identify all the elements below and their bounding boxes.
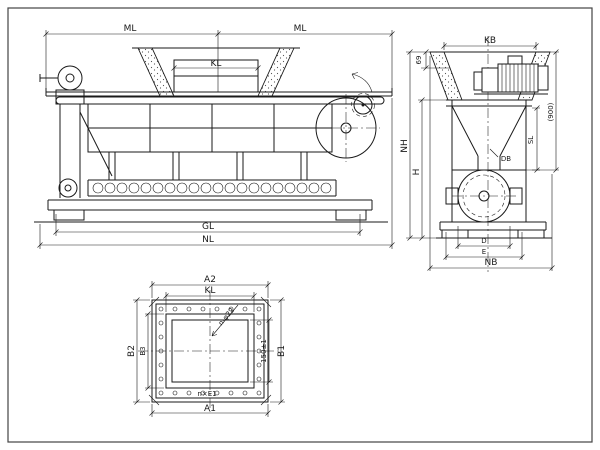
hole-spacing-label: n×E1 bbox=[197, 390, 216, 398]
dim-label-gl: GL bbox=[202, 222, 214, 232]
flange-third-rect bbox=[165, 313, 255, 389]
dim-label-h: H bbox=[412, 169, 422, 176]
dim-lines-inner-height bbox=[250, 317, 273, 385]
motor-fan-cover bbox=[537, 65, 549, 91]
dim-lines-69 bbox=[421, 49, 450, 71]
drum-bearings bbox=[445, 187, 523, 205]
dim-lines-nl bbox=[37, 98, 395, 249]
flange-opening-rect bbox=[171, 319, 249, 383]
hole-callout-leader bbox=[211, 304, 239, 337]
side-lower-frame bbox=[451, 170, 527, 222]
drum-inner bbox=[462, 174, 506, 218]
drive-sprocket bbox=[353, 95, 373, 115]
dim-label-d: D bbox=[481, 237, 486, 245]
tail-pulley-pedestal bbox=[55, 89, 85, 105]
support-posts bbox=[105, 151, 311, 180]
dim-label-900: (900) bbox=[547, 102, 555, 121]
tension-rod bbox=[39, 74, 58, 82]
dim-label-a2: A2 bbox=[204, 275, 216, 285]
dim-label-kl-plan: KL bbox=[205, 286, 216, 296]
dim-lines-d bbox=[455, 226, 513, 249]
dim-lines-b3 bbox=[145, 311, 164, 391]
left-support-frame bbox=[59, 104, 113, 198]
flange-corner-marks bbox=[148, 296, 272, 406]
plan-centerlines bbox=[138, 290, 282, 412]
dim-label-b2: B2 bbox=[127, 345, 137, 357]
chain-rails bbox=[87, 179, 337, 197]
dim-lines-h bbox=[418, 97, 446, 241]
dim-lines-b1 bbox=[270, 297, 285, 405]
motor-junction-box bbox=[507, 55, 523, 65]
dim-lines-kl bbox=[171, 60, 261, 72]
dim-label-ml-right: ML bbox=[294, 24, 307, 34]
dim-label-nb: NB bbox=[485, 258, 498, 268]
gearbox bbox=[481, 67, 499, 93]
drive-wheel-centerlines bbox=[312, 94, 380, 162]
dim-label-db: DB bbox=[501, 155, 511, 163]
dim-label-b3: B3 bbox=[139, 346, 147, 355]
drive-sprocket-center bbox=[361, 103, 365, 107]
side-base bbox=[439, 221, 547, 239]
dim-label-b1: B1 bbox=[277, 345, 287, 357]
flange-outer-rect bbox=[151, 299, 269, 403]
dim-lines-a1 bbox=[149, 404, 271, 417]
dim-label-ml-left: ML bbox=[124, 24, 137, 34]
dim-label-a1: A1 bbox=[204, 404, 216, 414]
dim-label-e: E bbox=[482, 248, 486, 256]
dim-label-kl: KL bbox=[211, 59, 222, 69]
dim-lines-kl-plan bbox=[163, 292, 257, 312]
gearbox-flange bbox=[473, 71, 483, 91]
trough-body bbox=[87, 103, 333, 153]
db-leader bbox=[489, 148, 499, 158]
dim-label-nl: NL bbox=[202, 235, 214, 245]
chain-links bbox=[92, 182, 332, 194]
dim-label-nh: NH bbox=[400, 139, 410, 153]
dim-label-69: 69 bbox=[415, 56, 423, 65]
front-view: ML ML KL bbox=[34, 24, 395, 249]
dim-lines-nb bbox=[427, 56, 555, 271]
flange-second-rect bbox=[155, 303, 265, 399]
dim-label-inner-height: 150±1 bbox=[260, 339, 268, 363]
dim-lines-ml bbox=[43, 30, 395, 92]
bolt-holes bbox=[158, 306, 262, 396]
base-frame bbox=[47, 199, 373, 221]
tail-sprocket bbox=[58, 178, 78, 198]
dim-lines-b2 bbox=[133, 297, 150, 405]
upper-frame-rails bbox=[45, 88, 393, 97]
drive-sprocket-addendum bbox=[351, 93, 375, 117]
dim-lines-900 bbox=[526, 49, 559, 173]
motor-fins bbox=[501, 64, 535, 92]
dim-lines-gl bbox=[53, 214, 363, 236]
side-view: KB 69 DB SL (900) NH H bbox=[400, 36, 559, 272]
tail-sprocket-hub bbox=[64, 184, 72, 192]
dim-lines-a2 bbox=[149, 281, 271, 298]
rotation-arrow bbox=[351, 72, 373, 93]
dim-lines-kb bbox=[441, 42, 539, 50]
tail-pulley-hub bbox=[65, 73, 75, 83]
dim-label-kb: KB bbox=[484, 36, 496, 46]
dim-lines-e bbox=[443, 232, 525, 260]
dim-label-sl: SL bbox=[527, 136, 535, 144]
dim-lines-nh bbox=[406, 49, 436, 241]
